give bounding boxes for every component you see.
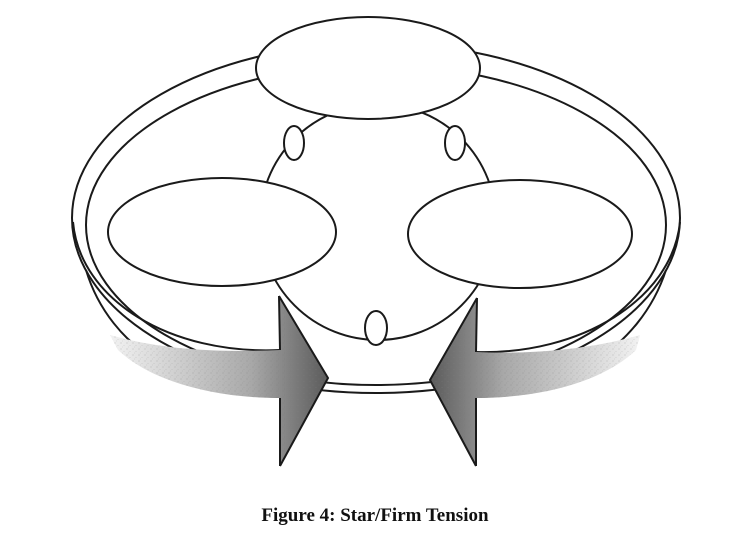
left-ellipse xyxy=(107,177,337,287)
top-ellipse xyxy=(255,16,481,120)
figure-caption: Figure 4: Star/Firm Tension xyxy=(261,505,489,526)
band-lower-sweep-right xyxy=(475,221,681,354)
arrow-left-pointing xyxy=(428,297,640,467)
node-oval-bottom xyxy=(364,310,388,346)
arrow-right-pointing xyxy=(110,295,330,467)
node-oval-upper-right xyxy=(444,125,466,161)
right-ellipse xyxy=(407,179,633,289)
node-oval-upper-left xyxy=(283,125,305,161)
band-lower-sweep-left xyxy=(72,221,281,352)
